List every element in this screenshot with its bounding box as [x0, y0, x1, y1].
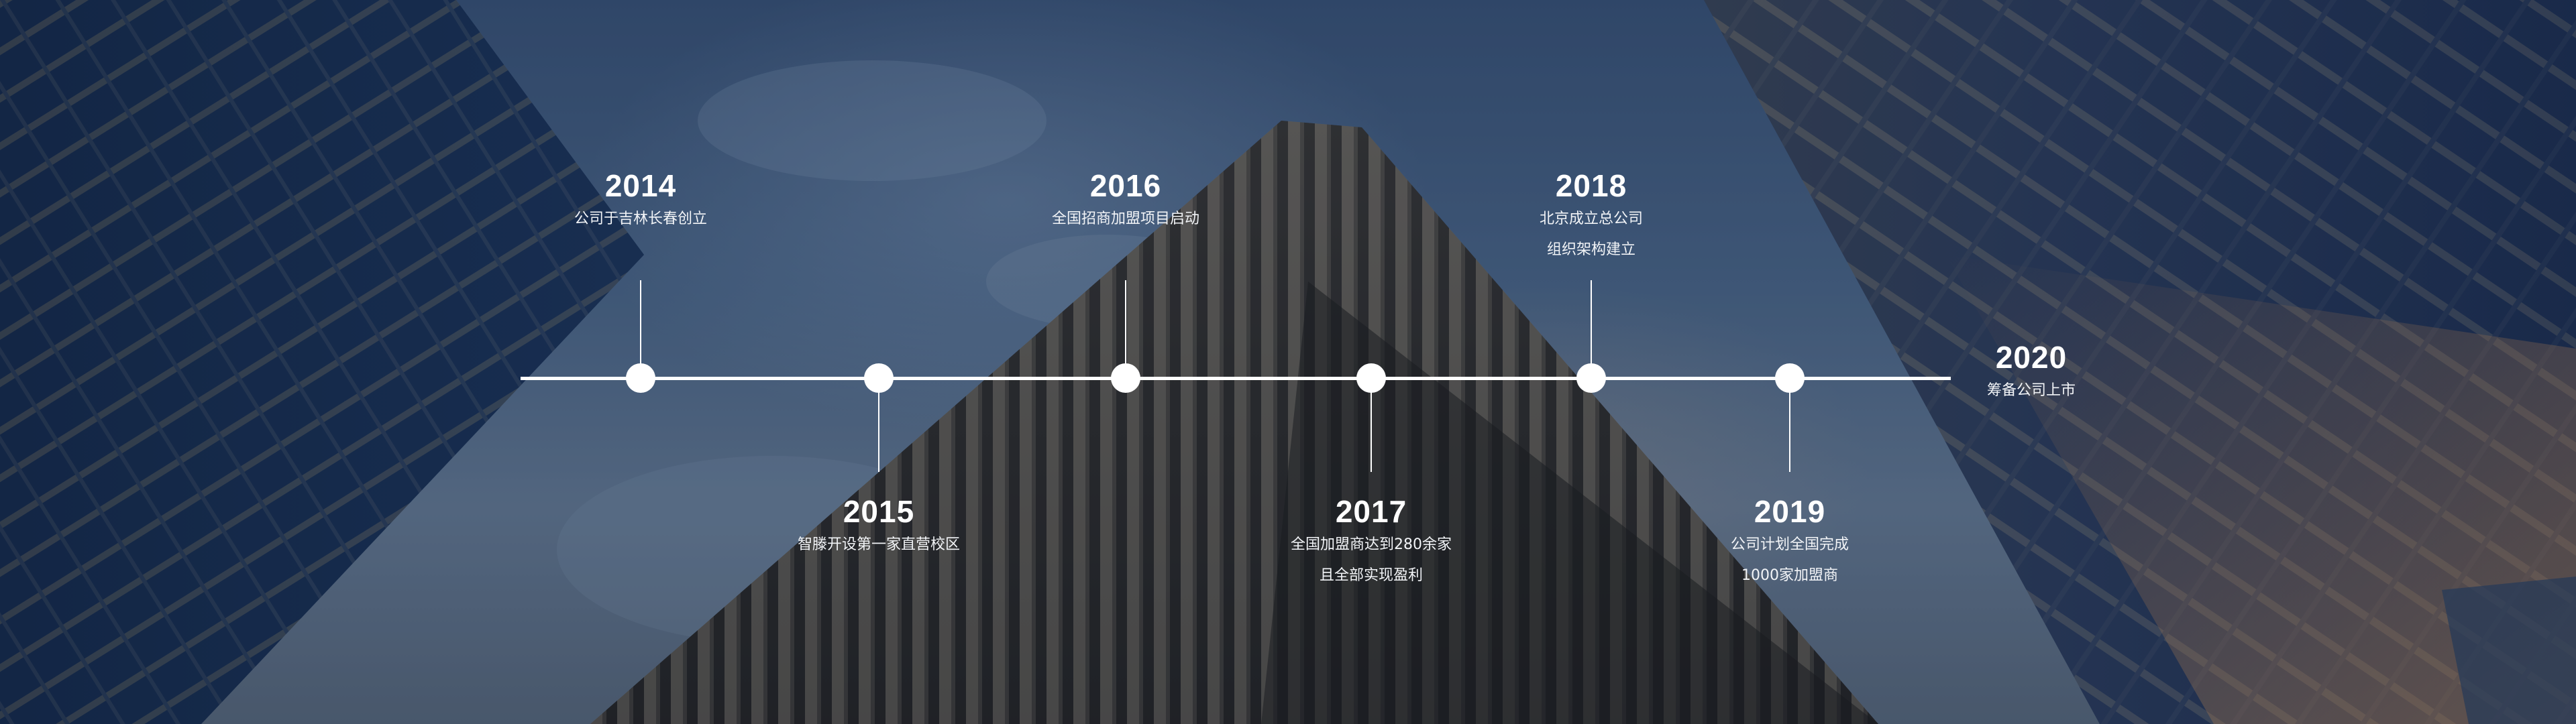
event-description: 1000家加盟商 — [1741, 567, 1838, 584]
event-year: 2014 — [604, 168, 677, 203]
timeline-node-2016 — [1111, 363, 1140, 393]
timeline-event-2015: 2015 智滕开设第一家直营校区 — [758, 493, 1000, 560]
event-description: 筹备公司上市 — [1986, 382, 2076, 399]
event-connector-2019 — [1789, 391, 1790, 472]
event-description: 公司计划全国完成 — [1730, 536, 1849, 553]
timeline-event-2020: 2020 筹备公司上市 — [1911, 339, 2152, 406]
timeline-event-2016: 2016 全国招商加盟项目启动 — [1005, 168, 1246, 235]
event-year: 2020 — [1995, 340, 2068, 375]
event-description: 全国招商加盟项目启动 — [1051, 210, 1199, 227]
timeline-node-2017 — [1356, 363, 1386, 393]
timeline-line — [521, 377, 1951, 380]
event-year: 2019 — [1754, 494, 1826, 529]
event-description: 北京成立总公司 — [1539, 210, 1643, 227]
event-connector-2017 — [1371, 391, 1372, 472]
event-description: 智滕开设第一家直营校区 — [797, 536, 960, 553]
event-description: 公司于吉林长春创立 — [574, 210, 707, 227]
timeline-node-2015 — [864, 363, 894, 393]
event-year: 2016 — [1089, 168, 1162, 203]
event-year: 2015 — [843, 494, 915, 529]
timeline-node-2018 — [1576, 363, 1606, 393]
event-connector-2016 — [1125, 280, 1126, 366]
timeline-event-2017: 2017 全国加盟商达到280余家 且全部实现盈利 — [1250, 493, 1492, 591]
event-connector-2014 — [640, 280, 641, 366]
timeline-event-2018: 2018 北京成立总公司 组织架构建立 — [1470, 168, 1712, 265]
event-connector-2018 — [1591, 280, 1592, 366]
timeline-event-2014: 2014 公司于吉林长春创立 — [520, 168, 761, 235]
event-connector-2015 — [878, 391, 879, 472]
timeline-node-2014 — [626, 363, 655, 393]
timeline-event-2019: 2019 公司计划全国完成 1000家加盟商 — [1669, 493, 1911, 591]
event-description: 全国加盟商达到280余家 — [1291, 536, 1452, 553]
event-description: 且全部实现盈利 — [1319, 567, 1423, 584]
timeline-node-2019 — [1775, 363, 1805, 393]
event-year: 2017 — [1335, 494, 1407, 529]
event-year: 2018 — [1555, 168, 1627, 203]
event-description: 组织架构建立 — [1546, 241, 1635, 258]
